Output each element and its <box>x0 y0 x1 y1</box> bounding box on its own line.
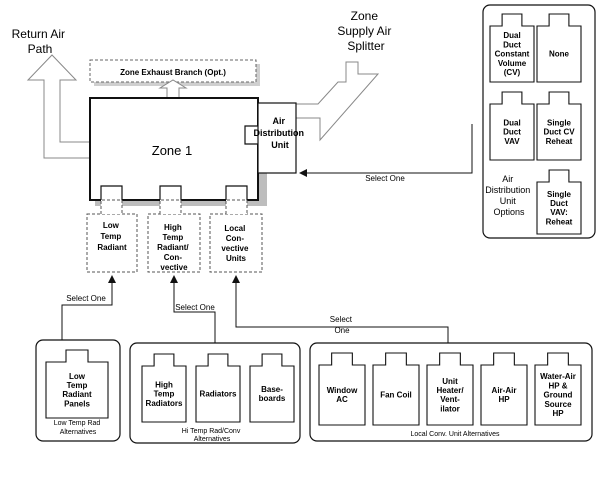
hi-temp-item-1: Radiators <box>195 353 241 423</box>
zone1-label: Zone 1 <box>152 143 192 158</box>
select-one-bottom: Select One <box>330 315 354 335</box>
zone-port-right <box>225 185 248 200</box>
air-dist-unit-box <box>257 102 297 174</box>
low-temp-radiant-label: Low Temp Radiant <box>97 221 127 252</box>
adu-options-caption: Air Distribution Unit Options <box>485 174 533 217</box>
high-temp-radiant-label: High Temp Radiant/ Con- vective <box>157 223 191 272</box>
hi-temp-item-2: Base-boards <box>249 353 295 423</box>
hi-temp-caption: Hi Temp Rad/Conv Alternatives <box>182 428 243 443</box>
adu-option-1: None <box>536 13 582 83</box>
select-one-mid: Select One <box>175 303 215 312</box>
exhaust-hollow-arrow <box>158 79 188 98</box>
connector-low-temp <box>61 275 116 340</box>
zone-supply-label: Zone Supply Air Splitter <box>337 9 394 53</box>
connector-hi-temp <box>170 275 216 343</box>
connector-adu-select <box>299 124 473 177</box>
return-air-label: Return Air Path <box>12 27 69 56</box>
zone-exhaust-label: Zone Exhaust Branch (Opt.) <box>120 68 226 77</box>
zone-port-mid <box>159 185 182 200</box>
zone-port-side <box>244 125 258 145</box>
zone-port-left <box>100 185 123 200</box>
select-one-right: Select One <box>365 174 405 183</box>
local-conv-item-1: Fan Coil <box>372 352 420 426</box>
hi-temp-item-1-label: Radiators <box>200 390 237 399</box>
local-conv-caption: Local Conv. Unit Alternatives <box>411 431 500 438</box>
return-air-arrow <box>26 54 91 159</box>
low-temp-caption: Low Temp Rad Alternatives <box>54 420 103 436</box>
connector-local-conv <box>232 275 449 343</box>
local-convective-label: Local Con- vective Units <box>221 224 250 263</box>
local-convective-box <box>209 213 263 273</box>
local-conv-item-1-label: Fan Coil <box>380 391 412 400</box>
adu-option-1-label: None <box>549 50 570 59</box>
hi-temp-item-2-label: Base-boards <box>259 385 286 403</box>
supply-splitter-arrow <box>295 61 380 142</box>
air-dist-unit-label: Air Distribution Unit <box>253 116 306 150</box>
select-one-left: Select One <box>66 294 106 303</box>
